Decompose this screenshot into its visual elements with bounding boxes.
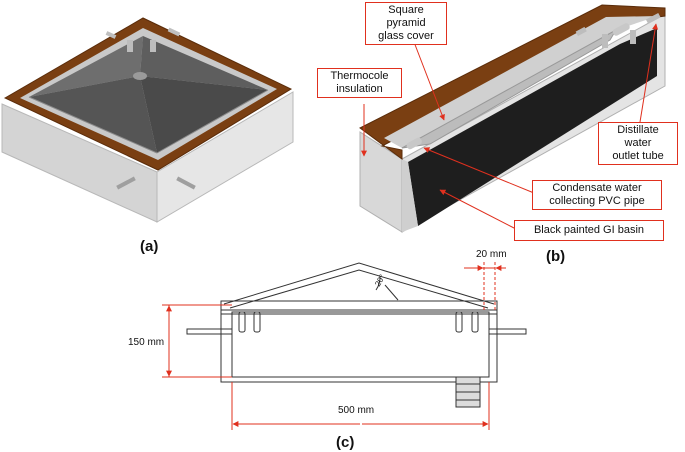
callout-distillate-water-outlet-tube: Distillate water outlet tube xyxy=(598,122,678,165)
pyramid-face-top xyxy=(140,36,268,90)
callout-condensate-pvc-pipe: Condensate water collecting PVC pipe xyxy=(532,180,662,210)
distillate-outlet-tube xyxy=(645,12,661,24)
pyramid-face-left xyxy=(29,36,143,97)
black-basin xyxy=(408,28,657,226)
insulation-front xyxy=(359,131,403,233)
callout-line: Thermocole xyxy=(330,70,389,82)
callout-line: glass cover xyxy=(378,30,434,42)
callout-black-basin: Black painted GI basin xyxy=(514,220,664,241)
panel-b-still-cutaway xyxy=(359,4,666,233)
glass-cover-slope xyxy=(401,28,618,149)
pyramid-apex-cap xyxy=(133,72,147,80)
dimension-label-150mm: 150 mm xyxy=(128,337,165,348)
panel-label-b: (b) xyxy=(546,248,566,265)
callout-line: Distillate xyxy=(617,124,659,136)
panel-label-c: (c) xyxy=(336,434,355,451)
pyramid-face-front-left xyxy=(29,76,157,153)
callout-line: pyramid xyxy=(386,17,426,29)
callout-thermocole-insulation: Thermocole insulation xyxy=(317,68,402,98)
callout-line: water xyxy=(624,137,652,149)
callout-line: insulation xyxy=(336,83,383,95)
arrow-glass-cover xyxy=(413,41,445,121)
callout-line: collecting PVC pipe xyxy=(549,195,645,207)
arrow-basin xyxy=(439,189,517,230)
panel-label-a: (a) xyxy=(140,238,159,255)
basin-outline xyxy=(231,311,490,378)
insulation-box-right xyxy=(156,91,294,223)
pvc-pipe-back xyxy=(612,23,630,36)
callout-line: Square xyxy=(388,4,424,16)
pyramid-cover-outline xyxy=(223,262,495,305)
arrow-distillate xyxy=(639,23,659,123)
callout-square-pyramid-glass-cover: Square pyramid glass cover xyxy=(365,2,447,45)
callout-line: outlet tube xyxy=(612,150,664,162)
arrow-condensate xyxy=(423,147,535,194)
side-pipe-right xyxy=(488,328,527,335)
callout-line: Condensate water xyxy=(552,182,642,194)
dimension-label-20mm: 20 mm xyxy=(476,249,507,260)
panel-a-still-3d xyxy=(1,17,294,223)
pvc-pipe-front xyxy=(406,137,422,150)
outlet-tube-left xyxy=(116,176,136,190)
pyramid-face-front-right xyxy=(140,76,268,153)
dimension-lines xyxy=(162,262,506,430)
panel-c-dimension-drawing xyxy=(186,262,527,408)
outlet-tube-right xyxy=(176,176,196,190)
dimension-label-500mm: 500 mm xyxy=(338,405,375,416)
outer-insulation-outline xyxy=(220,300,498,383)
side-pipe-left xyxy=(186,328,233,335)
